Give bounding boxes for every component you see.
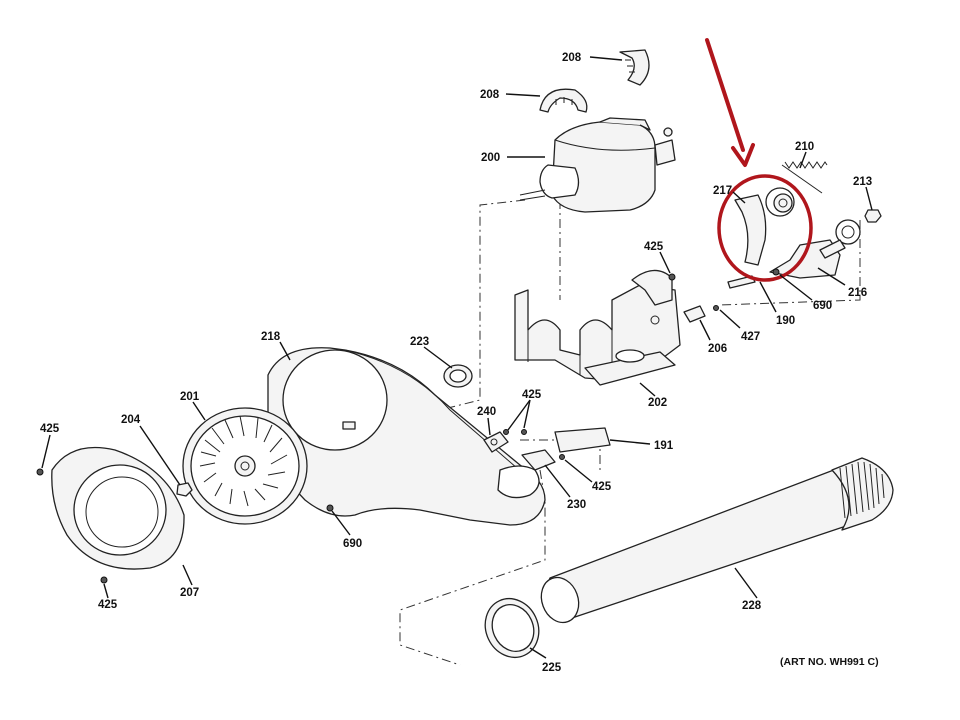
label-690-lower: 690 <box>343 538 362 550</box>
label-208-left: 208 <box>480 89 500 101</box>
label-190: 190 <box>776 315 795 327</box>
label-425-left: 425 <box>40 423 60 435</box>
screws-425-mid <box>503 429 565 460</box>
label-240: 240 <box>477 406 496 418</box>
label-208-top: 208 <box>562 52 582 64</box>
motor-mount-202 <box>514 269 681 386</box>
label-217: 217 <box>713 185 732 197</box>
label-427: 427 <box>741 331 760 343</box>
idler-arm-217 <box>734 187 795 266</box>
highlight-circle <box>717 174 813 282</box>
highlight-arrow <box>705 38 755 167</box>
clamp-208-top <box>619 49 650 86</box>
exhaust-duct-228 <box>540 457 894 624</box>
duct-191 <box>554 427 611 453</box>
label-202: 202 <box>648 397 667 409</box>
part-190 <box>727 275 756 289</box>
label-206: 206 <box>708 343 727 355</box>
label-425-bottom: 425 <box>98 599 118 611</box>
label-213: 213 <box>853 176 872 188</box>
screw-213 <box>864 209 882 223</box>
label-216: 216 <box>848 287 867 299</box>
label-210: 210 <box>795 141 814 153</box>
front-cover-207 <box>36 446 185 584</box>
art-number: (ART NO. WH991 C) <box>780 656 879 668</box>
seal-223 <box>443 364 473 388</box>
part-230 <box>521 449 556 471</box>
label-223: 223 <box>410 336 429 348</box>
screw-425-upper <box>668 273 676 281</box>
label-690-upper: 690 <box>813 300 832 312</box>
blower-wheel-201 <box>182 407 308 525</box>
label-228: 228 <box>742 600 762 612</box>
clamp-ring-225 <box>484 598 540 658</box>
bracket-216 <box>769 219 861 279</box>
label-425-mid: 425 <box>522 389 542 401</box>
label-218: 218 <box>261 331 281 343</box>
part-labels: 208 208 200 210 213 217 216 690 190 425 … <box>40 52 879 674</box>
label-201: 201 <box>180 391 200 403</box>
screw-427 <box>713 305 719 311</box>
clamp-208-left <box>539 88 588 113</box>
part-240 <box>483 431 509 453</box>
label-425-upper: 425 <box>644 241 664 253</box>
label-200: 200 <box>481 152 500 164</box>
clip-206 <box>683 305 706 323</box>
label-230: 230 <box>567 499 586 511</box>
label-225: 225 <box>542 662 562 674</box>
nut-204 <box>176 482 193 497</box>
motor-200 <box>519 117 676 213</box>
label-204: 204 <box>121 414 141 426</box>
label-191: 191 <box>654 440 674 452</box>
blower-housing-218 <box>267 347 546 526</box>
screw-690-upper <box>772 268 780 276</box>
screw-690-lower <box>326 504 334 512</box>
leader-lines <box>41 56 873 659</box>
label-425-right: 425 <box>592 481 612 493</box>
spring-210 <box>781 161 828 194</box>
label-207: 207 <box>180 587 199 599</box>
